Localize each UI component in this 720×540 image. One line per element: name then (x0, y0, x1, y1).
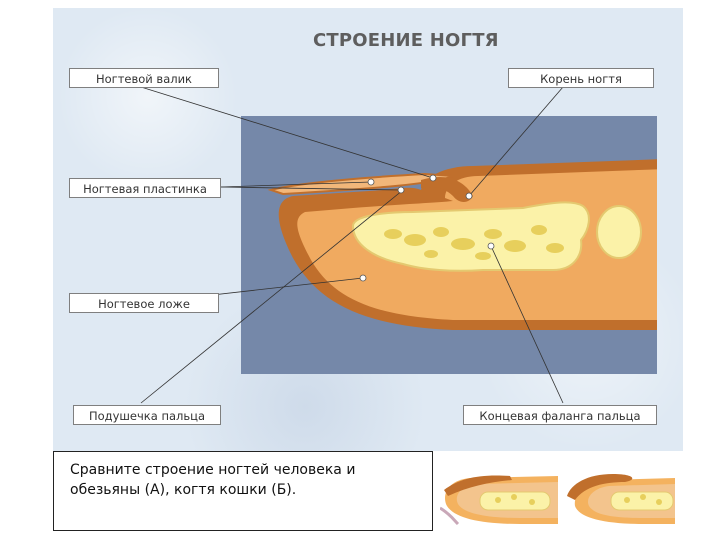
thumbnail-cat-claw (567, 474, 675, 524)
label-nail-root: Корень ногтя (508, 68, 654, 88)
label-finger-pad: Подушечка пальца (73, 405, 221, 425)
label-nail-bed: Ногтевое ложе (69, 293, 219, 313)
distal-phalanx-bone (351, 201, 590, 272)
nail-diagram (140, 86, 657, 404)
pointer-dots (359, 174, 495, 282)
thumbnail-human-monkey-nail (440, 475, 558, 526)
caption-text: Сравните строение ногтей человека и обез… (70, 462, 356, 498)
caption-box: Сравните строение ногтей человека и обез… (53, 451, 433, 531)
label-nail-plate: Ногтевая пластинка (69, 178, 221, 198)
label-distal-phalanx: Концевая фаланга пальца (463, 405, 657, 425)
slide-title: СТРОЕНИЕ НОГТЯ (313, 30, 499, 51)
label-nail-fold: Ногтевой валик (69, 68, 219, 88)
nail-structure-slide: СТРОЕНИЕ НОГТЯ (53, 8, 683, 451)
nail-fold-shape (421, 176, 473, 202)
bone-marrow (384, 225, 564, 260)
bone-joint (596, 205, 642, 259)
